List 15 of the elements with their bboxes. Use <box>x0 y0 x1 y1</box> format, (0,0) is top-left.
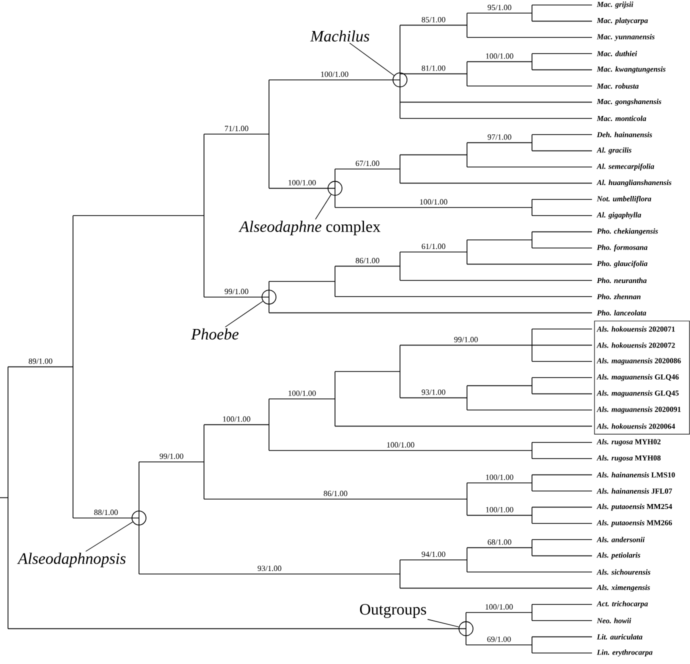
clade-circle <box>132 510 146 526</box>
clade-label: Alseodaphnopsis <box>17 552 126 568</box>
clade-label: Phoebe <box>191 328 239 340</box>
leader-line <box>315 194 332 220</box>
clade-circle <box>328 180 342 196</box>
clade-circle <box>458 621 474 636</box>
clade-label: Alseodaphne complex <box>238 220 380 236</box>
clade-circle <box>262 290 276 304</box>
leader-line <box>224 300 264 328</box>
leader-line <box>349 42 394 76</box>
clade-circle <box>392 72 408 88</box>
clade-label: Outgroups <box>360 604 426 618</box>
clade-label: Machilus <box>310 30 370 42</box>
leader-line <box>427 619 460 628</box>
leader-line <box>85 522 134 552</box>
